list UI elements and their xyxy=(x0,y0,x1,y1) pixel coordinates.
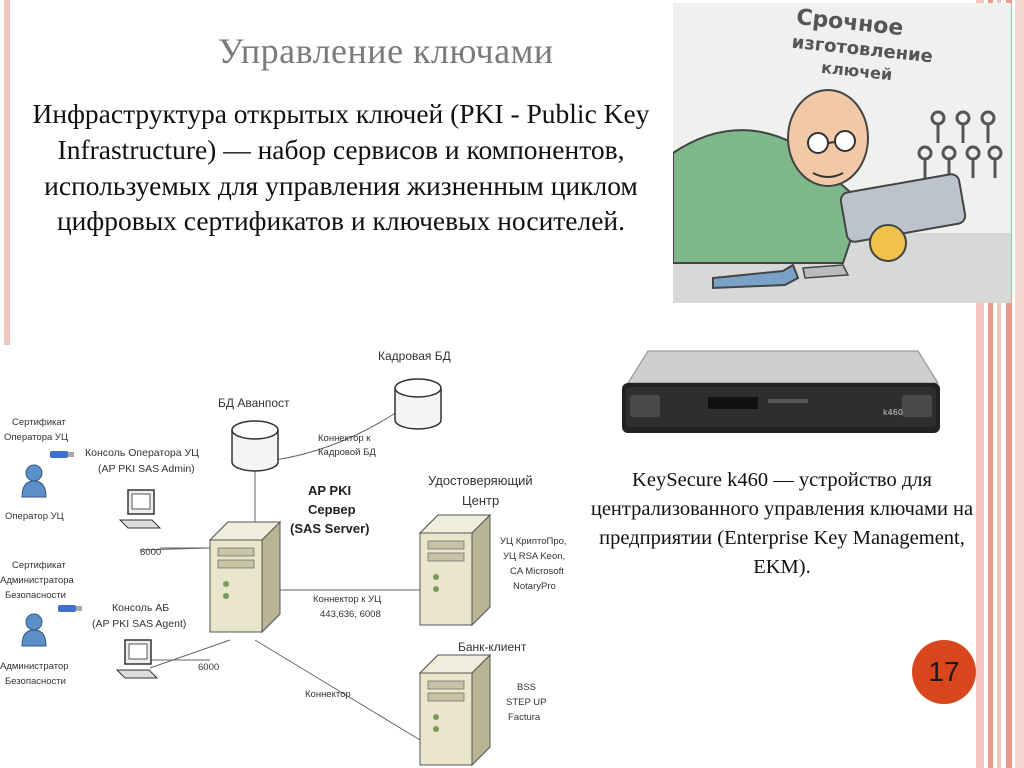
avanpost-db-label: БД Аванпост xyxy=(218,396,290,410)
operator-cert-label-2: Оператора УЦ xyxy=(4,432,68,443)
keysecure-k460-appliance-image: k460 xyxy=(618,343,944,448)
port-label-bottom: 6000 xyxy=(198,662,219,673)
admin-label-2: Безопасности xyxy=(5,676,66,687)
ca-products-4: NotaryPro xyxy=(513,581,556,592)
server-label-1: AP PKI xyxy=(308,483,351,498)
ca-title-1: Удостоверяющий xyxy=(428,473,533,488)
keysecure-description: KeySecure k460 — устройство для централи… xyxy=(590,469,974,579)
slide-title: Управление ключами xyxy=(218,31,554,71)
operator-cert-label-1: Сертификат xyxy=(12,417,66,428)
bank-products-3: Factura xyxy=(508,712,541,723)
right-accent-stripe xyxy=(1015,0,1024,768)
hr-connector-label-1: Коннектор к xyxy=(318,433,371,444)
bank-products-2: STEP UP xyxy=(506,697,546,708)
right-accent-stripe xyxy=(1006,0,1012,768)
right-accent-stripe xyxy=(997,0,1001,768)
operator-console-label-2: (AP PKI SAS Admin) xyxy=(98,463,195,475)
right-accent-stripe xyxy=(988,0,993,768)
appliance-model-label: k460 xyxy=(883,408,903,417)
port-label-top: 6000 xyxy=(140,547,161,558)
right-accent-stripe xyxy=(976,0,984,768)
hr-db-label: Кадровая БД xyxy=(378,349,451,363)
hr-connector-label-2: Кадровой БД xyxy=(318,447,376,458)
ab-console-label-1: Консоль АБ xyxy=(112,602,169,614)
ca-title-2: Центр xyxy=(462,493,499,508)
connector-label: Коннектор xyxy=(305,689,351,700)
key-maker-illustration: Срочное изготовление ключей xyxy=(673,3,1011,303)
operator-console-label-1: Консоль Оператора УЦ xyxy=(85,447,199,459)
admin-cert-label-1: Сертификат xyxy=(12,560,66,571)
admin-cert-label-3: Безопасности xyxy=(5,590,66,601)
bank-products-1: BSS xyxy=(517,682,536,693)
admin-label-1: Администратор xyxy=(0,661,69,672)
ca-products-3: CA Microsoft xyxy=(510,566,564,577)
ca-products-1: УЦ КриптоПро, xyxy=(500,536,567,547)
bank-client-label: Банк-клиент xyxy=(458,640,527,654)
ca-products-2: УЦ RSA Keon, xyxy=(503,551,565,562)
ca-connector-label-2: 443,636, 6008 xyxy=(320,609,381,620)
server-label-2: Сервер xyxy=(308,502,356,517)
operator-label: Оператор УЦ xyxy=(5,511,64,522)
left-accent-bar xyxy=(4,0,10,345)
pki-definition-text: Инфраструктура открытых ключей (PKI - Pu… xyxy=(32,98,650,237)
page-number-badge: 17 xyxy=(912,640,976,704)
ca-connector-label-1: Коннектор к УЦ xyxy=(313,594,381,605)
ab-console-label-2: (AP PKI SAS Agent) xyxy=(92,618,186,630)
server-label-3: (SAS Server) xyxy=(290,521,369,536)
admin-cert-label-2: Администратора xyxy=(0,575,75,586)
pki-architecture-diagram: Кадровая БД БД Аванпост Коннектор к Кадр… xyxy=(0,349,567,766)
